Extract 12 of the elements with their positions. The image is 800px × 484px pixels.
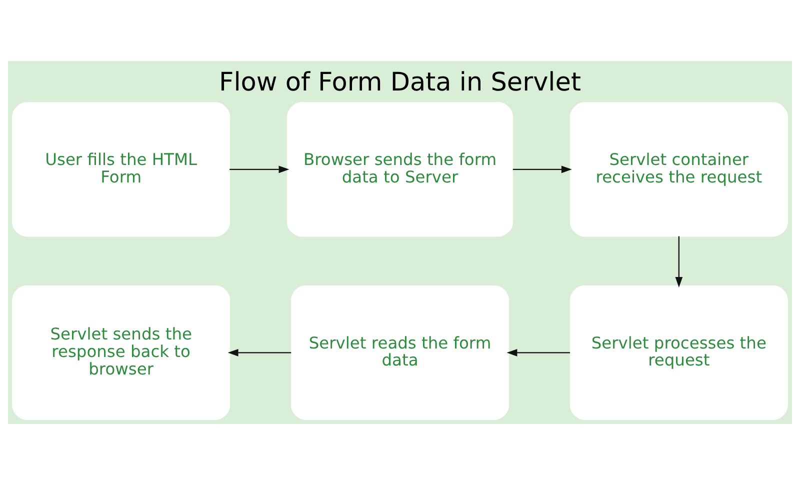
- node-box: Servlet processes the request: [570, 284, 788, 420]
- node-box: Servlet container receives the request: [570, 102, 788, 236]
- arrow: [675, 236, 683, 287]
- arrow: [512, 165, 572, 173]
- node-box: Browser sends the form data to Server: [286, 102, 514, 236]
- node-box: Servlet reads the form data: [290, 284, 510, 420]
- arrow: [230, 165, 290, 173]
- node-box: Servlet sends the response back to browser: [12, 284, 230, 420]
- node-box: User fills the HTML Form: [12, 102, 230, 236]
- arrow: [228, 348, 292, 356]
- diagram-title: Flow of Form Data in Servlet: [219, 67, 581, 98]
- arrow: [506, 348, 570, 356]
